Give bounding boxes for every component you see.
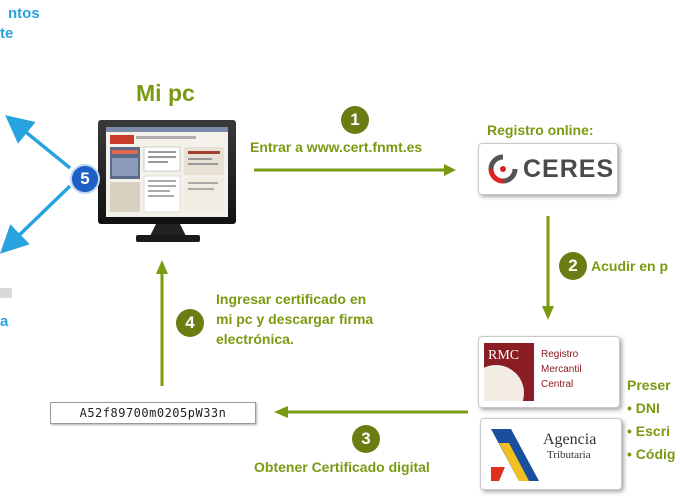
rmc-badge: RMC	[484, 343, 534, 401]
agencia-text: Agencia Tributaria	[543, 431, 596, 461]
step-4-badge: 4	[176, 309, 204, 337]
step-4-text: Ingresar certificado en mi pc y descarga…	[216, 289, 373, 349]
agencia-line-1: Agencia	[543, 431, 597, 448]
present-item-2: • Escri	[627, 423, 671, 439]
step-4-line-1: Ingresar certificado en	[216, 291, 367, 307]
rmc-line-3: Central	[541, 379, 574, 390]
blue-arrow-up	[5, 115, 72, 170]
ceres-logo: CERES	[478, 143, 618, 195]
step-4-line-2: mi pc y descargar firma	[216, 311, 374, 327]
present-item-1: • DNI	[627, 400, 660, 416]
blue-arrows	[0, 115, 72, 254]
left-fragment-text: a	[0, 313, 9, 330]
step-1-text: Entrar a www.cert.fnmt.es	[250, 139, 423, 155]
device-icon	[0, 288, 12, 298]
present-heading: Preser	[627, 377, 671, 393]
arrow-step-1	[254, 164, 456, 176]
ceres-emblem-icon	[488, 154, 518, 184]
step-3-badge: 3	[352, 425, 380, 453]
rmc-line-2: Mercantil	[541, 364, 582, 375]
rmc-sun-icon	[484, 365, 524, 401]
registro-online-label: Registro online:	[487, 122, 594, 138]
top-left-text: ntos te	[0, 4, 40, 44]
arrow-step-3	[274, 406, 468, 418]
present-item-3: • Códig	[627, 446, 676, 462]
certificate-code-box: A52f89700m0205pW33n	[50, 402, 256, 424]
rmc-line-1: Registro	[541, 349, 579, 360]
agencia-line-2: Tributaria	[547, 449, 591, 461]
agencia-emblem-icon	[491, 429, 539, 481]
top-left-line-2: te	[0, 25, 14, 42]
step-1-badge: 1	[341, 106, 369, 134]
step-4-line-3: electrónica.	[216, 331, 294, 347]
present-list: Preser • DNI • Escri • Códig	[627, 374, 675, 466]
rmc-logo: RMC Registro Mercantil Central	[478, 336, 620, 408]
step-3-text: Obtener Certificado digital	[254, 459, 430, 475]
arrow-step-2	[542, 216, 554, 320]
ceres-wordmark: CERES	[523, 155, 615, 183]
arrow-step-4	[156, 260, 168, 386]
blue-arrow-down	[0, 184, 72, 254]
top-left-line-1: ntos	[8, 5, 40, 22]
computer-monitor-icon	[98, 120, 236, 242]
agencia-tributaria-logo: Agencia Tributaria	[480, 418, 622, 490]
rmc-badge-text: RMC	[488, 348, 520, 363]
rmc-text: Registro Mercantil Central	[541, 347, 582, 392]
mi-pc-label: Mi pc	[136, 80, 195, 106]
step-5-badge: 5	[70, 164, 100, 194]
step-2-text: Acudir en p	[591, 258, 669, 274]
step-2-badge: 2	[559, 252, 587, 280]
